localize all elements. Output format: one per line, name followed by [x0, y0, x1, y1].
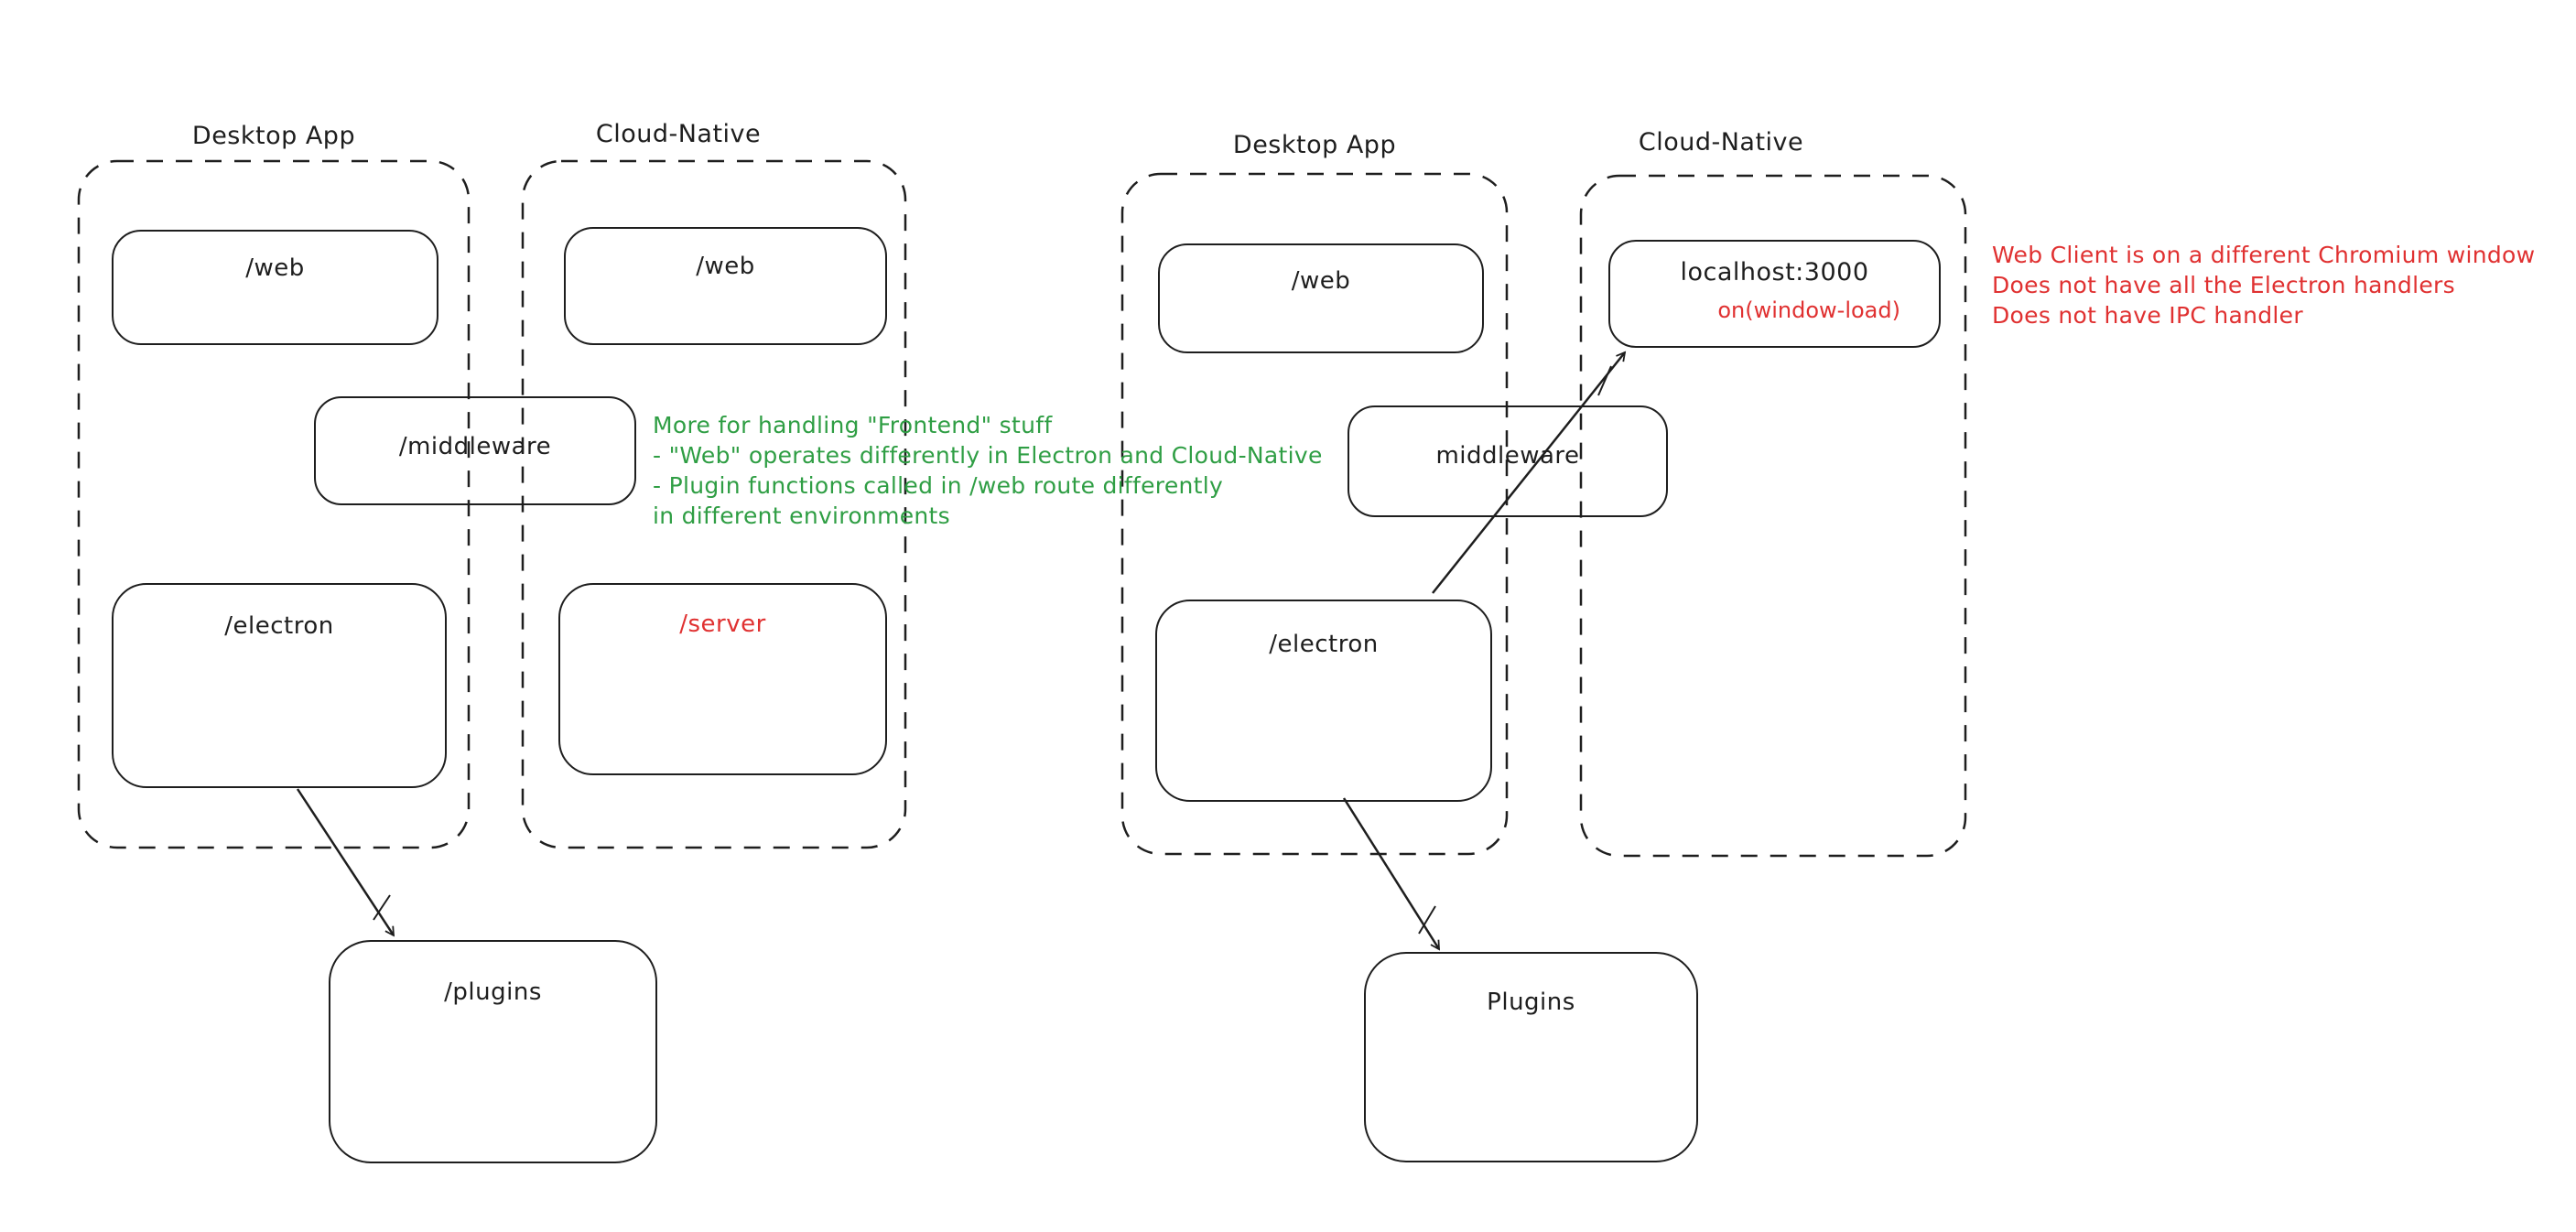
green-annotation-line-3: - Plugin functions called in /web route … — [653, 472, 1224, 499]
box-plugins-right: Plugins — [1364, 952, 1698, 1162]
red-annotation-line-3: Does not have IPC handler — [1992, 302, 2303, 329]
box-localhost-label: localhost:3000 — [1680, 258, 1869, 286]
green-annotation-line-4: in different environments — [653, 503, 950, 529]
arrow-electron-to-plugins-right — [1342, 797, 1441, 951]
red-annotation-line-1: Web Client is on a different Chromium wi… — [1992, 242, 2536, 268]
box-middleware-right-label: middleware — [1435, 442, 1580, 470]
box-web-right: /web — [1158, 243, 1484, 353]
box-web-left-cloud: /web — [564, 227, 887, 345]
box-middleware-left: /middleware — [314, 396, 636, 505]
box-web-left-desktop-label: /web — [245, 254, 305, 282]
green-annotation-line-2: - "Web" operates differently in Electron… — [653, 442, 1323, 469]
box-plugins-left: /plugins — [329, 940, 657, 1163]
box-electron-right: /electron — [1155, 600, 1492, 802]
right-cloud-native-label: Cloud-Native — [1638, 128, 1804, 157]
box-middleware-left-label: /middleware — [398, 433, 552, 460]
box-localhost: localhost:3000 on(window-load) — [1608, 240, 1941, 348]
box-plugins-left-label: /plugins — [444, 978, 542, 1006]
box-electron-right-label: /electron — [1269, 631, 1379, 658]
box-web-left-desktop: /web — [112, 230, 438, 345]
arrow-electron-to-plugins-left-stray-stroke — [373, 894, 391, 921]
box-middleware-right: middleware — [1348, 405, 1668, 517]
arrow-electron-to-plugins-right-stray-stroke — [1418, 905, 1436, 935]
box-electron-left: /electron — [112, 583, 447, 788]
box-server: /server — [558, 583, 887, 775]
red-annotation: Web Client is on a different Chromium wi… — [1992, 240, 2535, 330]
box-electron-left-label: /electron — [224, 612, 334, 640]
left-desktop-app-label: Desktop App — [191, 122, 356, 150]
box-server-label: /server — [679, 611, 766, 638]
box-web-left-cloud-label: /web — [696, 253, 755, 280]
arrow-electron-to-localhost-stray-stroke — [1597, 365, 1612, 396]
green-annotation-line-1: More for handling "Frontend" stuff — [653, 412, 1053, 438]
box-localhost-window-load-label: on(window-load) — [1717, 297, 1900, 323]
right-desktop-app-label: Desktop App — [1232, 131, 1397, 159]
green-annotation: More for handling "Frontend" stuff - "We… — [653, 410, 1323, 531]
box-web-right-label: /web — [1291, 267, 1351, 295]
left-cloud-native-label: Cloud-Native — [595, 120, 762, 148]
arrow-electron-to-plugins-left — [296, 788, 395, 937]
box-plugins-right-label: Plugins — [1487, 989, 1575, 1016]
red-annotation-line-2: Does not have all the Electron handlers — [1992, 272, 2455, 298]
